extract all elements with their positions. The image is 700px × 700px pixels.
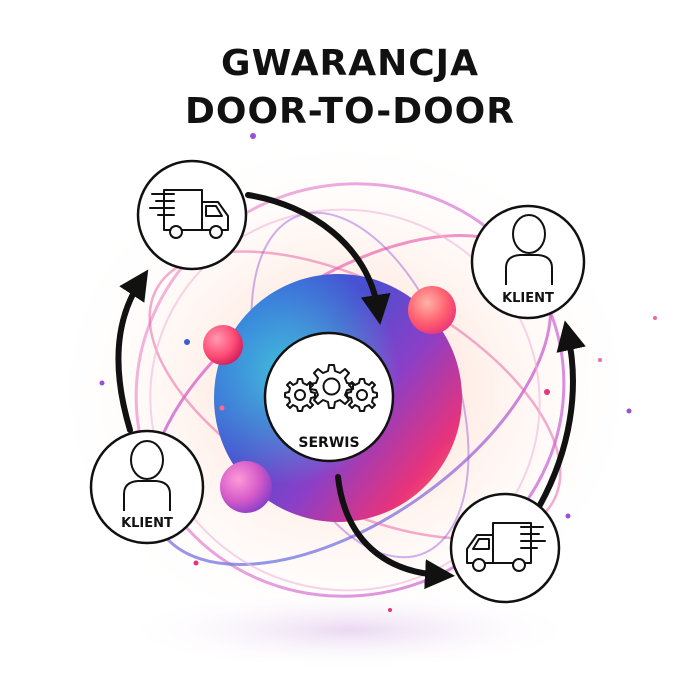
node-center-service: SERWIS xyxy=(263,331,395,463)
node-bottom-client: KLIENT xyxy=(89,429,205,545)
node-label-service: SERWIS xyxy=(298,435,359,451)
flow-arrow-client-to-truck xyxy=(115,269,149,433)
flow-arrow-service-to-truck xyxy=(335,474,455,590)
flow-arrow-truck-to-client xyxy=(537,320,586,508)
node-top-truck xyxy=(136,159,248,271)
title-line-1: GWARANCJA xyxy=(221,43,479,84)
node-top-client: KLIENT xyxy=(470,204,586,320)
floating-sphere xyxy=(220,461,272,513)
node-label-top-client: KLIENT xyxy=(502,291,554,306)
person-icon xyxy=(123,440,171,511)
delivery-truck-icon xyxy=(466,522,546,572)
node-label-bottom-client: KLIENT xyxy=(121,516,173,531)
ground-shadow xyxy=(120,590,580,670)
node-bottom-truck xyxy=(449,492,561,604)
title-line-2: DOOR-TO-DOOR xyxy=(184,91,516,132)
flow-arrow-truck-to-service xyxy=(245,192,391,325)
orbit-ring xyxy=(149,208,541,592)
gears-icon xyxy=(284,364,378,412)
delivery-truck-icon xyxy=(149,189,229,239)
floating-sphere xyxy=(408,286,456,334)
person-icon xyxy=(505,214,553,285)
floating-sphere xyxy=(203,325,243,365)
